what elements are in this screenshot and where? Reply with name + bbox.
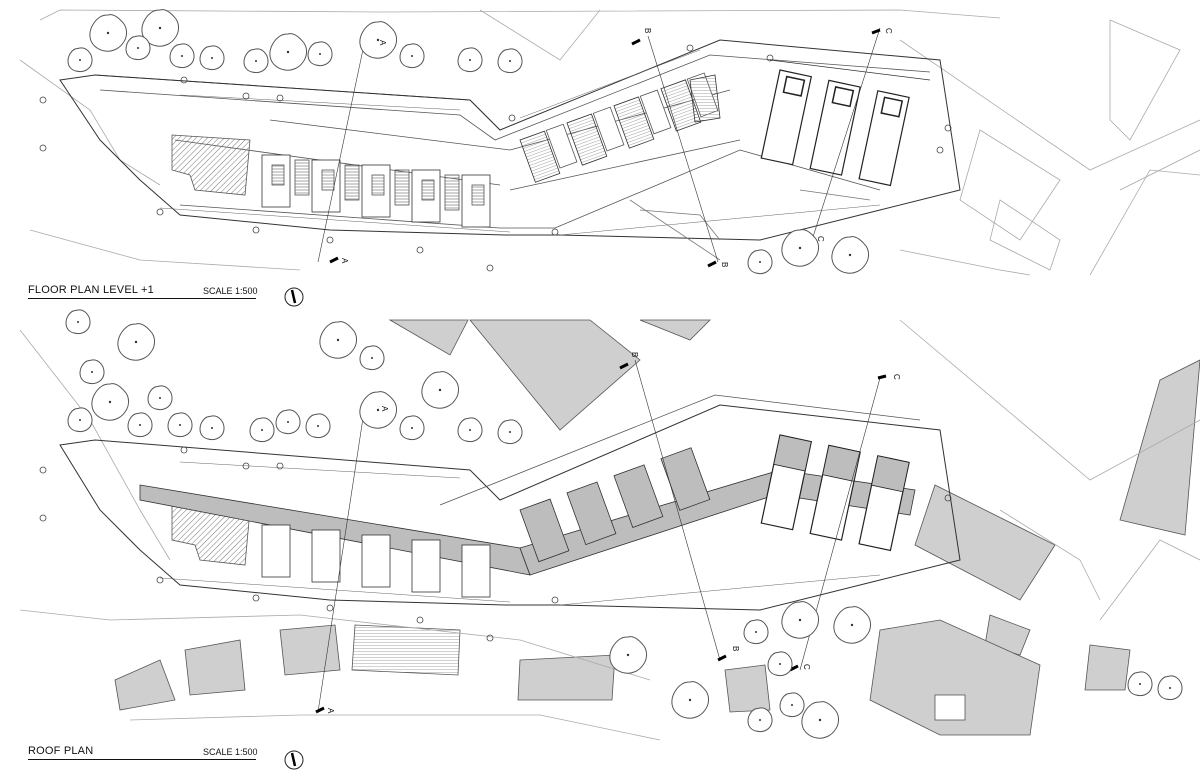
- floor-plan-level-1: [19, 9, 1200, 276]
- roof-plan-title: ROOF PLAN: [28, 745, 94, 757]
- section-label-c: C: [884, 28, 893, 34]
- section-label-b: B: [630, 352, 639, 357]
- north-arrow-icon: [284, 287, 304, 307]
- section-label-b: B: [643, 28, 652, 33]
- roof-plan: [19, 319, 1200, 741]
- roof-plan-scale: SCALE 1:500: [203, 747, 258, 757]
- floor-plan-scale: SCALE 1:500: [203, 286, 258, 296]
- section-label-a: A: [380, 406, 389, 412]
- section-label-b: B: [720, 262, 729, 267]
- section-label-a: A: [378, 40, 387, 46]
- section-label-c: C: [816, 236, 825, 242]
- roof-plan-title-underline: [28, 759, 256, 760]
- section-label-a: A: [340, 258, 349, 264]
- floor-plan-title: FLOOR PLAN LEVEL +1: [28, 284, 154, 296]
- section-label-c: C: [892, 374, 901, 380]
- section-label-b: B: [731, 646, 740, 651]
- north-arrow-icon: [284, 750, 304, 770]
- section-label-a: A: [326, 708, 335, 714]
- floor-plan-title-underline: [28, 298, 256, 299]
- section-label-c: C: [802, 664, 811, 670]
